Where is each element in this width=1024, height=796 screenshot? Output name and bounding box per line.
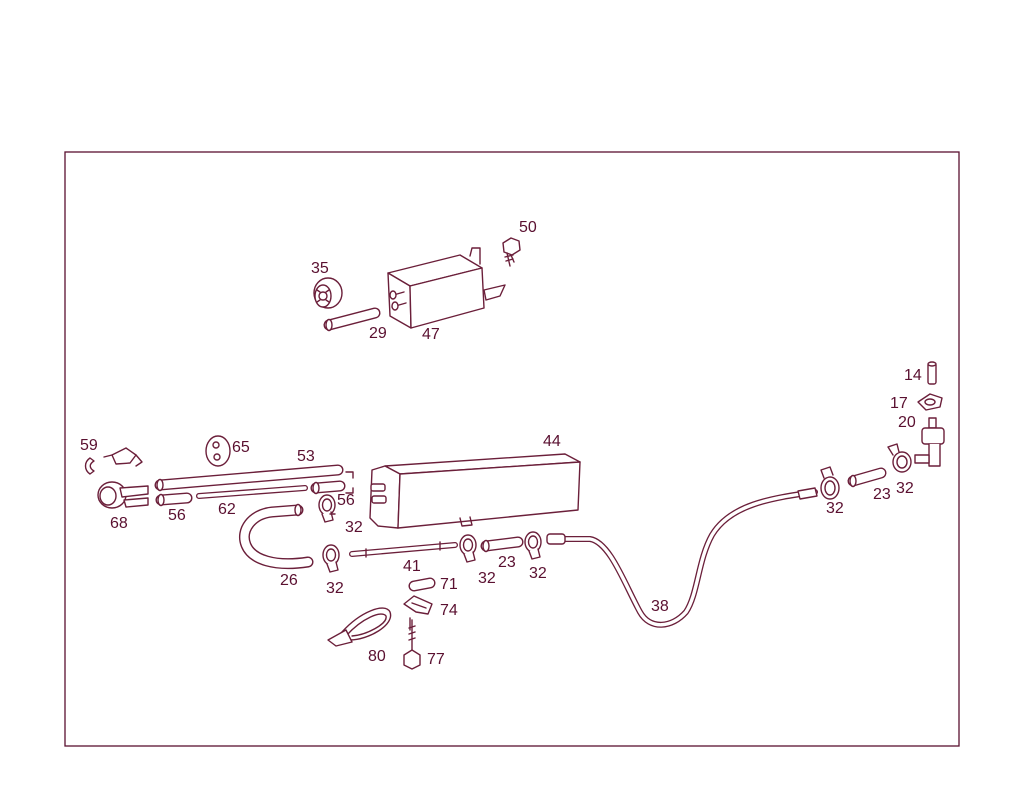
callout-23-right: 23 [873, 486, 891, 503]
part-56-hose-a [155, 492, 193, 507]
diagram-frame [64, 151, 960, 747]
callout-56-b: 56 [337, 492, 355, 509]
part-32-clamp-c [459, 534, 477, 563]
callout-17: 17 [890, 395, 908, 412]
callout-32-b: 32 [326, 580, 344, 597]
part-32-clamp-b [322, 544, 340, 573]
callout-77: 77 [427, 651, 445, 668]
part-74-bracket [403, 595, 433, 615]
part-56-hose-b [310, 480, 346, 495]
part-53-hose [154, 464, 344, 492]
part-26-hose [239, 503, 314, 570]
part-41-pipe [349, 541, 458, 558]
part-50-bolt [502, 237, 521, 267]
callout-65: 65 [232, 439, 250, 456]
callouts: 50 35 29 47 14 17 20 44 59 65 53 32 23 5… [80, 219, 922, 668]
part-59-connector [84, 447, 143, 475]
callout-32-right-a: 32 [896, 480, 914, 497]
part-38-pipe [546, 487, 818, 628]
callout-32-a: 32 [345, 519, 363, 536]
part-68-valve [97, 481, 149, 509]
part-32-clamp-d [524, 531, 542, 560]
callout-41: 41 [403, 558, 421, 575]
leader-lines [329, 471, 411, 631]
callout-47: 47 [422, 326, 440, 343]
part-65-grommet [205, 435, 231, 467]
part-32-clamp-right-b [820, 466, 840, 500]
callout-29: 29 [369, 325, 387, 342]
part-32-clamp-a [318, 494, 336, 523]
part-77-screw [403, 619, 421, 670]
part-23-hose-right [847, 467, 887, 488]
part-29-hose [323, 307, 381, 332]
part-32-clamp-right-a [887, 443, 912, 473]
callout-53: 53 [297, 448, 315, 465]
callout-59: 59 [80, 437, 98, 454]
part-44-canister [369, 453, 581, 529]
part-20-valve [914, 417, 945, 467]
callout-62: 62 [218, 501, 236, 518]
callout-80: 80 [368, 648, 386, 665]
callout-68: 68 [110, 515, 128, 532]
part-17-clip [917, 393, 943, 411]
callout-50: 50 [519, 219, 537, 236]
callout-38: 38 [651, 598, 669, 615]
part-47-canister [387, 247, 506, 329]
callout-71: 71 [440, 576, 458, 593]
callout-35: 35 [311, 260, 329, 277]
part-23-hose-mid [480, 536, 524, 553]
callout-20: 20 [898, 414, 916, 431]
part-14-sleeve [927, 361, 937, 385]
callout-26: 26 [280, 572, 298, 589]
callout-56-a: 56 [168, 507, 186, 524]
callout-74: 74 [440, 602, 458, 619]
part-35-damper [313, 277, 343, 309]
callout-44: 44 [543, 433, 561, 450]
part-80-cable-tie [327, 607, 392, 647]
callout-14: 14 [904, 367, 922, 384]
callout-32-d: 32 [529, 565, 547, 582]
callout-23-mid: 23 [498, 554, 516, 571]
callout-32-c: 32 [478, 570, 496, 587]
part-71-sleeve [408, 577, 436, 592]
callout-32-right-b: 32 [826, 500, 844, 517]
part-62-hose [196, 485, 308, 499]
